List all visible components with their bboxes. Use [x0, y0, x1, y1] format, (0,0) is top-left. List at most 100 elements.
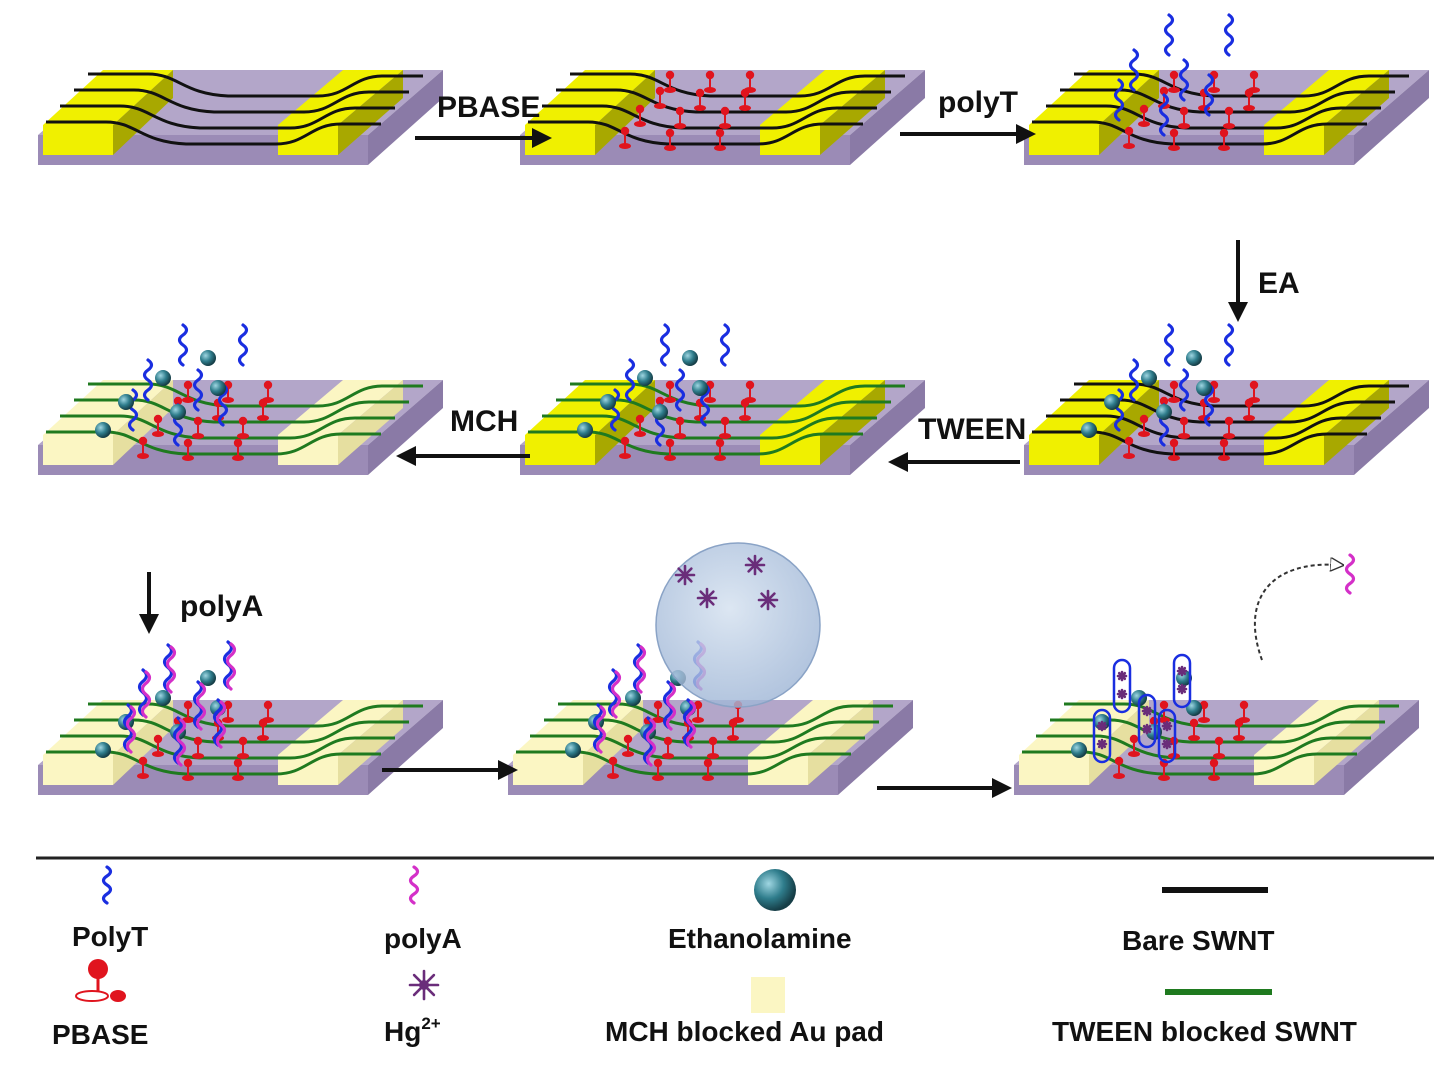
legend-ethanolamine-icon [754, 869, 796, 911]
substrate-side [850, 70, 925, 165]
pbase-linker [262, 700, 274, 723]
pbase-linker [1138, 104, 1150, 127]
ethanolamine-molecule [1196, 380, 1212, 396]
polyt-strand [1178, 368, 1190, 412]
swnt-line [1074, 72, 1409, 98]
pbase-linker [662, 736, 674, 759]
left-pad-side [113, 380, 173, 465]
legend-pbase-tail [110, 990, 126, 1002]
polya-strand [165, 645, 177, 694]
pbase-linker [1168, 70, 1180, 93]
left-pad-top [43, 70, 173, 125]
polyt-strand [719, 323, 731, 367]
legend-polya-strand [408, 865, 420, 905]
left-pad-side [583, 700, 643, 785]
ethanolamine-molecule [118, 394, 134, 410]
left-pad-top [1029, 70, 1159, 125]
ethanolamine-molecule [155, 690, 171, 706]
polya-strand [140, 670, 152, 719]
substrate-side [1344, 700, 1419, 795]
left-pad-front [1029, 125, 1099, 155]
hg-droplet [655, 542, 821, 708]
polyt-strand [1223, 13, 1235, 57]
bound-hg [1141, 705, 1153, 717]
polyt-strand [624, 358, 636, 402]
legend-mch-pad-label: MCH blocked Au pad [605, 1016, 884, 1047]
pbase-linker [1178, 416, 1190, 439]
left-pad-side [113, 700, 173, 785]
pbase-linker [719, 416, 731, 439]
legend-tween-swnt-label: TWEEN blocked SWNT [1052, 1016, 1357, 1047]
pbase-linker [1123, 436, 1135, 459]
pbase-linker [652, 758, 664, 781]
left-pad-side [1089, 700, 1149, 785]
polya-strand [225, 642, 237, 691]
pbase-linker [1218, 438, 1230, 461]
device-polyt [1024, 13, 1429, 165]
pbase-linker [739, 88, 751, 111]
pbase-linker [664, 438, 676, 461]
swnt-line [556, 398, 891, 424]
pbase-linker [1233, 718, 1245, 741]
polyt-strand [192, 368, 204, 412]
pbase-linker [1213, 736, 1225, 759]
polyt-strand [142, 358, 154, 402]
ethanolamine-molecule [200, 350, 216, 366]
ethanolamine-molecule [1131, 690, 1147, 706]
left-pad-front [513, 755, 583, 785]
folded-polyt [1092, 708, 1112, 764]
polyt-strand [1128, 48, 1140, 92]
pbase-linker [674, 106, 686, 129]
device-panels [38, 13, 1429, 795]
pbase-linker [704, 70, 716, 93]
pbase-linker [237, 416, 249, 439]
legend-pbase-label: PBASE [52, 1019, 148, 1050]
ethanolamine-molecule [1104, 394, 1120, 410]
left-pad-front [1019, 755, 1089, 785]
polya-strand [215, 700, 227, 749]
pbase-linker [137, 436, 149, 459]
ethanolamine-molecule [170, 404, 186, 420]
swnt-line [1074, 382, 1409, 408]
polyt-strand [659, 323, 671, 367]
polyt-strand [1163, 323, 1175, 367]
legend-hg-icon [408, 969, 440, 1001]
left-pad-side [1099, 380, 1159, 465]
step-label-tween: TWEEN [918, 413, 1026, 446]
swnt-line [556, 88, 891, 114]
legend-polya-icon [408, 865, 420, 905]
pbase-linker [714, 128, 726, 151]
ethanolamine-molecule [1081, 422, 1097, 438]
hg-ion [757, 589, 779, 611]
pbase-linker [714, 438, 726, 461]
left-pad-side [113, 70, 173, 155]
left-pad-side [1099, 70, 1159, 155]
pbase-linker [719, 106, 731, 129]
folded-polyt [1172, 653, 1192, 709]
legend-ethanolamine-label: Ethanolamine [668, 923, 852, 954]
swnt-line [46, 120, 381, 146]
device-hg-exposure [508, 640, 913, 795]
polya-strand [195, 682, 207, 731]
polyt-strand [1128, 358, 1140, 402]
polyt-strand [674, 368, 686, 412]
legend-bare-swnt-label: Bare SWNT [1122, 925, 1274, 956]
pbase-linker [1123, 126, 1135, 149]
step-label-mch: MCH [450, 405, 518, 438]
swnt-line [1064, 702, 1399, 728]
legend: PolyT PBASE polyA Hg2+ Ethanolamine MCH … [52, 865, 1357, 1050]
swnt-line [1022, 750, 1357, 776]
polyt-strand [1113, 388, 1125, 432]
polyt-strand [1163, 13, 1175, 57]
swnt-line [1032, 120, 1367, 146]
left-pad-side [595, 380, 655, 465]
right-pad-front [1264, 125, 1324, 155]
polyt-strand [1178, 58, 1190, 102]
pbase-linker [634, 104, 646, 127]
swnt-line [88, 702, 423, 728]
right-pad-front [278, 755, 338, 785]
polyt-strand [177, 323, 189, 367]
process-arrows [139, 124, 1248, 798]
pbase-linker [182, 438, 194, 461]
